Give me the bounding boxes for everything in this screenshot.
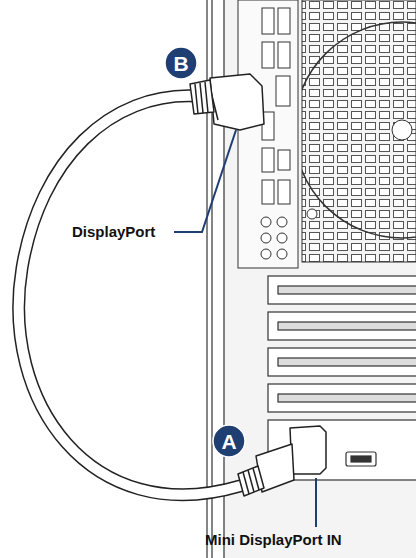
io-shield bbox=[238, 0, 298, 268]
plug-head bbox=[290, 426, 326, 474]
audio-jack bbox=[277, 233, 287, 243]
screw bbox=[307, 209, 317, 219]
rib bbox=[205, 82, 208, 113]
audio-jack bbox=[277, 249, 287, 259]
slot-cover bbox=[268, 384, 416, 412]
callout-disc bbox=[165, 47, 197, 79]
slot-bar bbox=[278, 394, 416, 402]
mini-displayport-socket bbox=[346, 452, 376, 466]
slot-bar bbox=[278, 286, 416, 294]
usb-port bbox=[278, 8, 290, 34]
fan-ring-group bbox=[302, 22, 416, 238]
rib bbox=[200, 83, 203, 113]
strain-relief bbox=[190, 80, 214, 114]
rib bbox=[248, 470, 254, 492]
leader-line bbox=[174, 130, 236, 232]
fan-hub bbox=[392, 120, 412, 140]
slot-bar bbox=[278, 358, 416, 366]
lan-port bbox=[278, 150, 290, 170]
slot-cover bbox=[268, 312, 416, 340]
callout-disc bbox=[213, 425, 245, 457]
usb-port bbox=[278, 180, 290, 204]
leader-line bbox=[315, 478, 317, 527]
fan-ring bbox=[302, 22, 416, 238]
slot-bar bbox=[278, 322, 416, 330]
strain-relief bbox=[238, 466, 264, 496]
mini-displayport-plug bbox=[238, 426, 326, 496]
audio-jack bbox=[261, 249, 271, 259]
fan-grille bbox=[294, 0, 416, 262]
plug-head bbox=[210, 74, 264, 130]
io-plate bbox=[238, 0, 298, 268]
slot-cover bbox=[268, 276, 416, 304]
callout-circle: B bbox=[164, 46, 198, 80]
cable-outline bbox=[19, 96, 240, 495]
displayport-cable bbox=[19, 96, 240, 495]
port-label: Mini DisplayPort IN bbox=[205, 531, 342, 549]
usb-port bbox=[262, 180, 274, 204]
audio-jack bbox=[277, 217, 287, 227]
slot-cover bbox=[268, 348, 416, 376]
rib bbox=[253, 468, 259, 490]
callout-letter: A bbox=[212, 424, 246, 458]
audio-jack bbox=[261, 233, 271, 243]
callout-letter: B bbox=[164, 46, 198, 80]
usb-port bbox=[262, 148, 274, 172]
fan-vent bbox=[302, 0, 416, 262]
usb-port bbox=[262, 8, 274, 34]
usb-port bbox=[278, 42, 290, 68]
socket-inner bbox=[351, 456, 371, 462]
usb-port bbox=[262, 42, 274, 68]
displayport-plug bbox=[190, 74, 264, 130]
callout-circle: A bbox=[212, 424, 246, 458]
leader-lines bbox=[174, 130, 316, 527]
cable-body bbox=[19, 96, 240, 495]
audio-jack bbox=[261, 217, 271, 227]
rib bbox=[243, 472, 249, 494]
port-label: DisplayPort bbox=[72, 223, 155, 241]
hdmi-port bbox=[276, 76, 290, 106]
rib bbox=[195, 84, 198, 114]
